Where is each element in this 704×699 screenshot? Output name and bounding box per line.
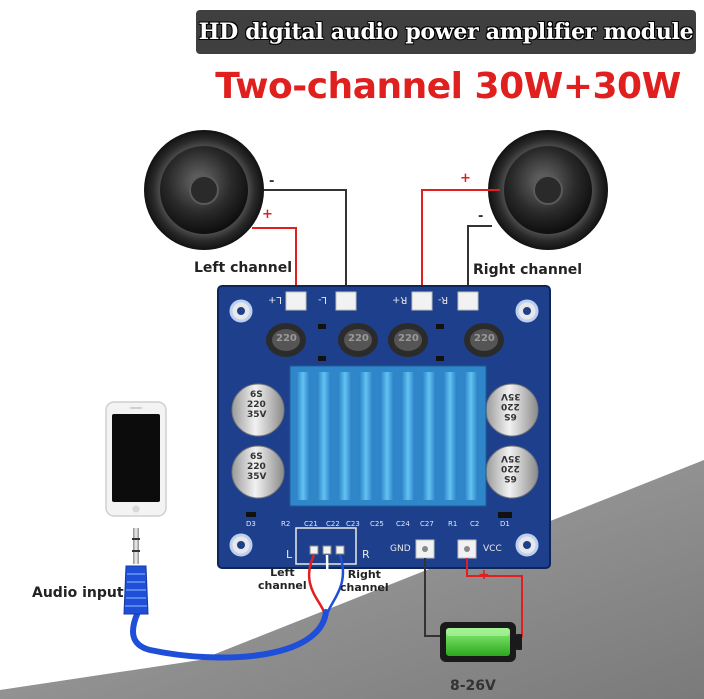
heatsink-fin	[317, 372, 331, 500]
component-ref-2: C21	[304, 520, 318, 528]
heatsink-fin	[464, 372, 478, 500]
right-speaker-plus: +	[460, 171, 471, 186]
amplifier-board	[217, 285, 551, 569]
heatsink-fin	[443, 372, 457, 500]
left-speaker-minus: -	[269, 174, 275, 189]
component-ref-5: C25	[370, 520, 384, 528]
heatsink-fin	[401, 372, 415, 500]
capacitor-text-2-2: 35V	[501, 391, 521, 401]
component-ref-0: D3	[246, 520, 256, 528]
component-ref-10: D1	[500, 520, 510, 528]
terminal-label-1: L-	[318, 294, 328, 305]
component-ref-7: C27	[420, 520, 434, 528]
vcc-label: VCC	[483, 544, 502, 554]
voltage-label: 8-26V	[450, 678, 496, 694]
capacitor-text-1-1: 220	[247, 462, 266, 472]
capacitor-text-2-0: 6S	[504, 411, 517, 421]
heatsink-fin	[338, 372, 352, 500]
component-ref-4: C23	[346, 520, 360, 528]
left-channel-wire-label: Left channel	[258, 566, 307, 592]
component-ref-3: C22	[326, 520, 340, 528]
inductor-value-2: 220	[398, 333, 419, 344]
battery-icon	[440, 622, 522, 662]
right-channel-wire-label: Right channel	[340, 568, 389, 594]
audio-cable	[130, 554, 345, 661]
page-title: HD digital audio power amplifier module	[198, 19, 694, 45]
inductor-value-3: 220	[474, 333, 495, 344]
gnd-label: GND	[390, 544, 411, 554]
heatsink-fin	[359, 372, 373, 500]
input-l-label: L	[286, 548, 293, 561]
left-speaker	[144, 130, 264, 250]
title-banner: HD digital audio power amplifier module	[196, 10, 696, 54]
capacitor-text-3-0: 6S	[504, 473, 517, 483]
component-ref-9: C2	[470, 520, 480, 528]
capacitors	[231, 383, 539, 499]
capacitor-text-1-2: 35V	[247, 472, 267, 482]
component-ref-6: C24	[396, 520, 410, 528]
left-speaker-plus: +	[262, 207, 273, 222]
capacitor-text-0-2: 35V	[247, 410, 267, 420]
capacitor-text-3-2: 35V	[501, 453, 521, 463]
inductor-value-0: 220	[276, 333, 297, 344]
audio-jack-plug	[123, 528, 149, 615]
heatsink-fin	[422, 372, 436, 500]
heatsink-fin	[380, 372, 394, 500]
terminal-label-2: R+	[392, 294, 408, 305]
component-ref-1: R2	[281, 520, 291, 528]
capacitor-text-0-0: 6S	[250, 390, 263, 400]
left-channel-label: Left channel	[194, 260, 293, 276]
inductors	[266, 323, 504, 357]
heatsink	[289, 365, 487, 507]
input-r-label: R	[362, 548, 370, 561]
inductor-value-1: 220	[348, 333, 369, 344]
speaker-wires	[252, 189, 500, 298]
background-wedge	[0, 460, 704, 699]
right-speaker	[488, 130, 608, 250]
capacitor-text-1-0: 6S	[250, 452, 263, 462]
terminal-label-3: R-	[438, 294, 449, 305]
right-channel-label: Right channel	[473, 262, 583, 278]
audio-input-label: Audio input	[32, 585, 124, 601]
heatsink-fin	[296, 372, 310, 500]
capacitor-text-3-1: 220	[501, 463, 520, 473]
vcc-plus: +	[478, 567, 490, 583]
phone-image	[105, 401, 167, 517]
capacitor-text-2-1: 220	[501, 401, 520, 411]
terminal-label-0: L+	[268, 294, 282, 305]
right-speaker-minus: -	[478, 209, 484, 224]
capacitor-text-0-1: 220	[247, 400, 266, 410]
subtitle: Two-channel 30W+30W	[215, 66, 681, 107]
component-ref-8: R1	[448, 520, 458, 528]
